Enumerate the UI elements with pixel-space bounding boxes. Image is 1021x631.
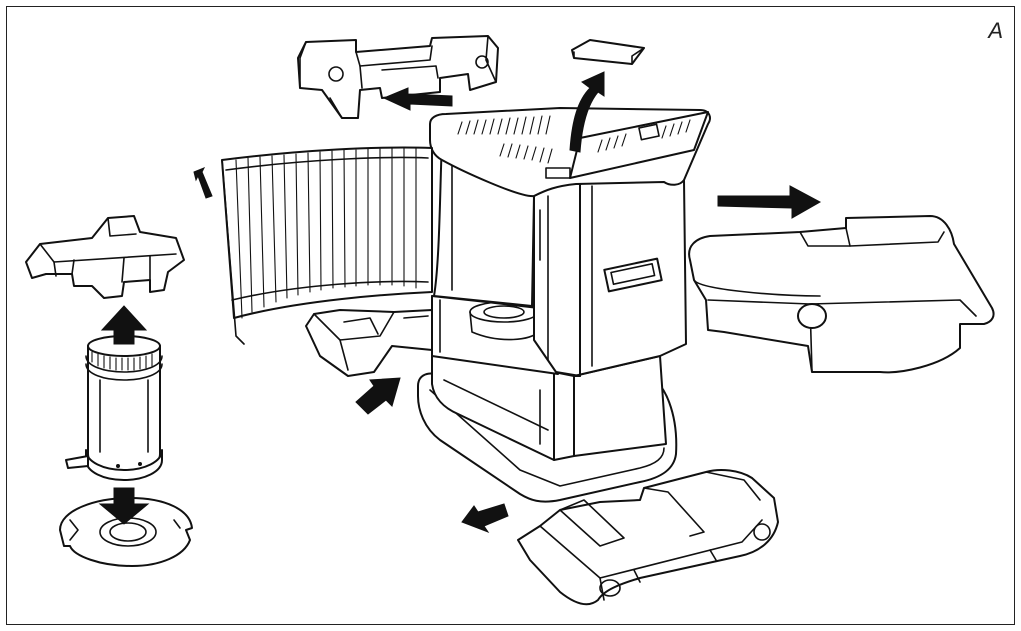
figure-frame xyxy=(6,6,1015,625)
wick-cylinder xyxy=(65,335,163,481)
arrow-upright-tray xyxy=(355,377,401,415)
front-guard-grille xyxy=(221,146,433,345)
side-cover xyxy=(688,215,995,374)
arrow-right-cover xyxy=(717,185,822,219)
arrow-up-cylinder xyxy=(100,305,148,345)
arrow-upleft-grille xyxy=(193,167,213,199)
arrow-downleft-base xyxy=(461,503,509,534)
drip-tray xyxy=(305,309,433,377)
figure-letter: A xyxy=(988,18,1003,43)
heater-body xyxy=(417,107,711,503)
arrow-left-bracket xyxy=(382,87,453,111)
arrow-down-plate xyxy=(98,487,150,525)
base-tray xyxy=(517,469,779,606)
wick-base-plate xyxy=(59,497,193,567)
top-grille-lid xyxy=(569,111,709,179)
top-cap xyxy=(571,39,645,65)
burner-frame xyxy=(25,215,185,299)
arrow-up-cap xyxy=(569,71,605,153)
rear-top-bracket xyxy=(297,35,499,119)
